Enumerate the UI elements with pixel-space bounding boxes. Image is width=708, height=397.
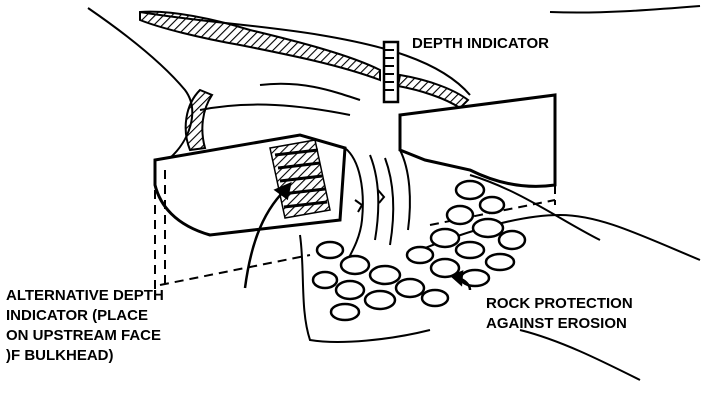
overflow-water [345,148,410,265]
bulkhead-left [155,135,345,235]
bulkhead-right [400,95,555,186]
alt-line-1: ALTERNATIVE DEPTH [6,286,164,306]
depth-indicator-post [384,42,398,102]
alt-line-2: INDICATOR (PLACE [6,306,164,326]
alt-line-3: ON UPSTREAM FACE [6,326,164,346]
rock-line-2: AGAINST EROSION [486,314,633,334]
depth-indicator-label: DEPTH INDICATOR [412,34,549,54]
rock-line-1: ROCK PROTECTION [486,294,633,314]
depth-indicator-text: DEPTH INDICATOR [412,35,549,52]
alt-line-4: )F BULKHEAD) [6,346,164,366]
rock-protection-label: ROCK PROTECTION AGAINST EROSION [486,294,633,334]
alternative-depth-indicator-label: ALTERNATIVE DEPTH INDICATOR (PLACE ON UP… [6,286,164,366]
